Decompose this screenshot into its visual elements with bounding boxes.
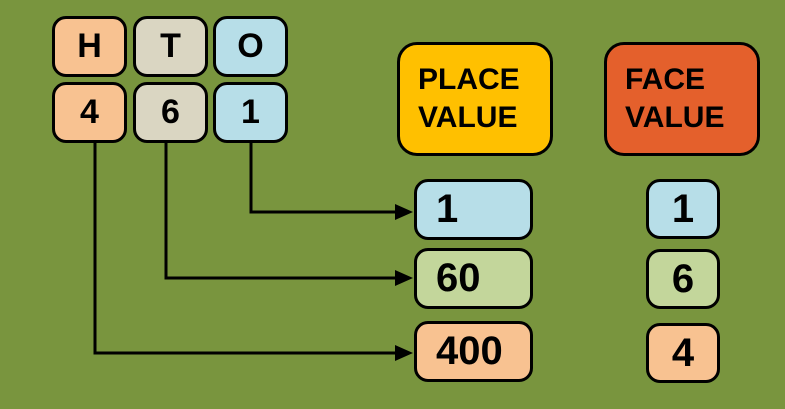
column-label-hundreds: H [52, 16, 127, 77]
column-label-ones: O [213, 16, 288, 77]
place-value-hundreds: 400 [414, 321, 533, 382]
arrow-hundreds-to-place-value [93, 143, 413, 361]
arrow-tens-to-place-value [164, 142, 413, 286]
face-value-header: FACE VALUE [604, 42, 760, 156]
digit-ones: 1 [213, 82, 288, 143]
face-value-tens: 6 [646, 249, 720, 309]
place-value-tens: 60 [414, 248, 533, 309]
face-value-hundreds: 4 [646, 323, 720, 383]
digit-hundreds: 4 [52, 82, 127, 143]
column-label-tens: T [133, 16, 208, 77]
place-value-header: PLACE VALUE [397, 42, 553, 156]
face-value-ones: 1 [646, 179, 720, 239]
place-value-ones: 1 [414, 179, 533, 240]
arrow-ones-to-place-value [249, 142, 413, 220]
digit-tens: 6 [133, 82, 208, 143]
